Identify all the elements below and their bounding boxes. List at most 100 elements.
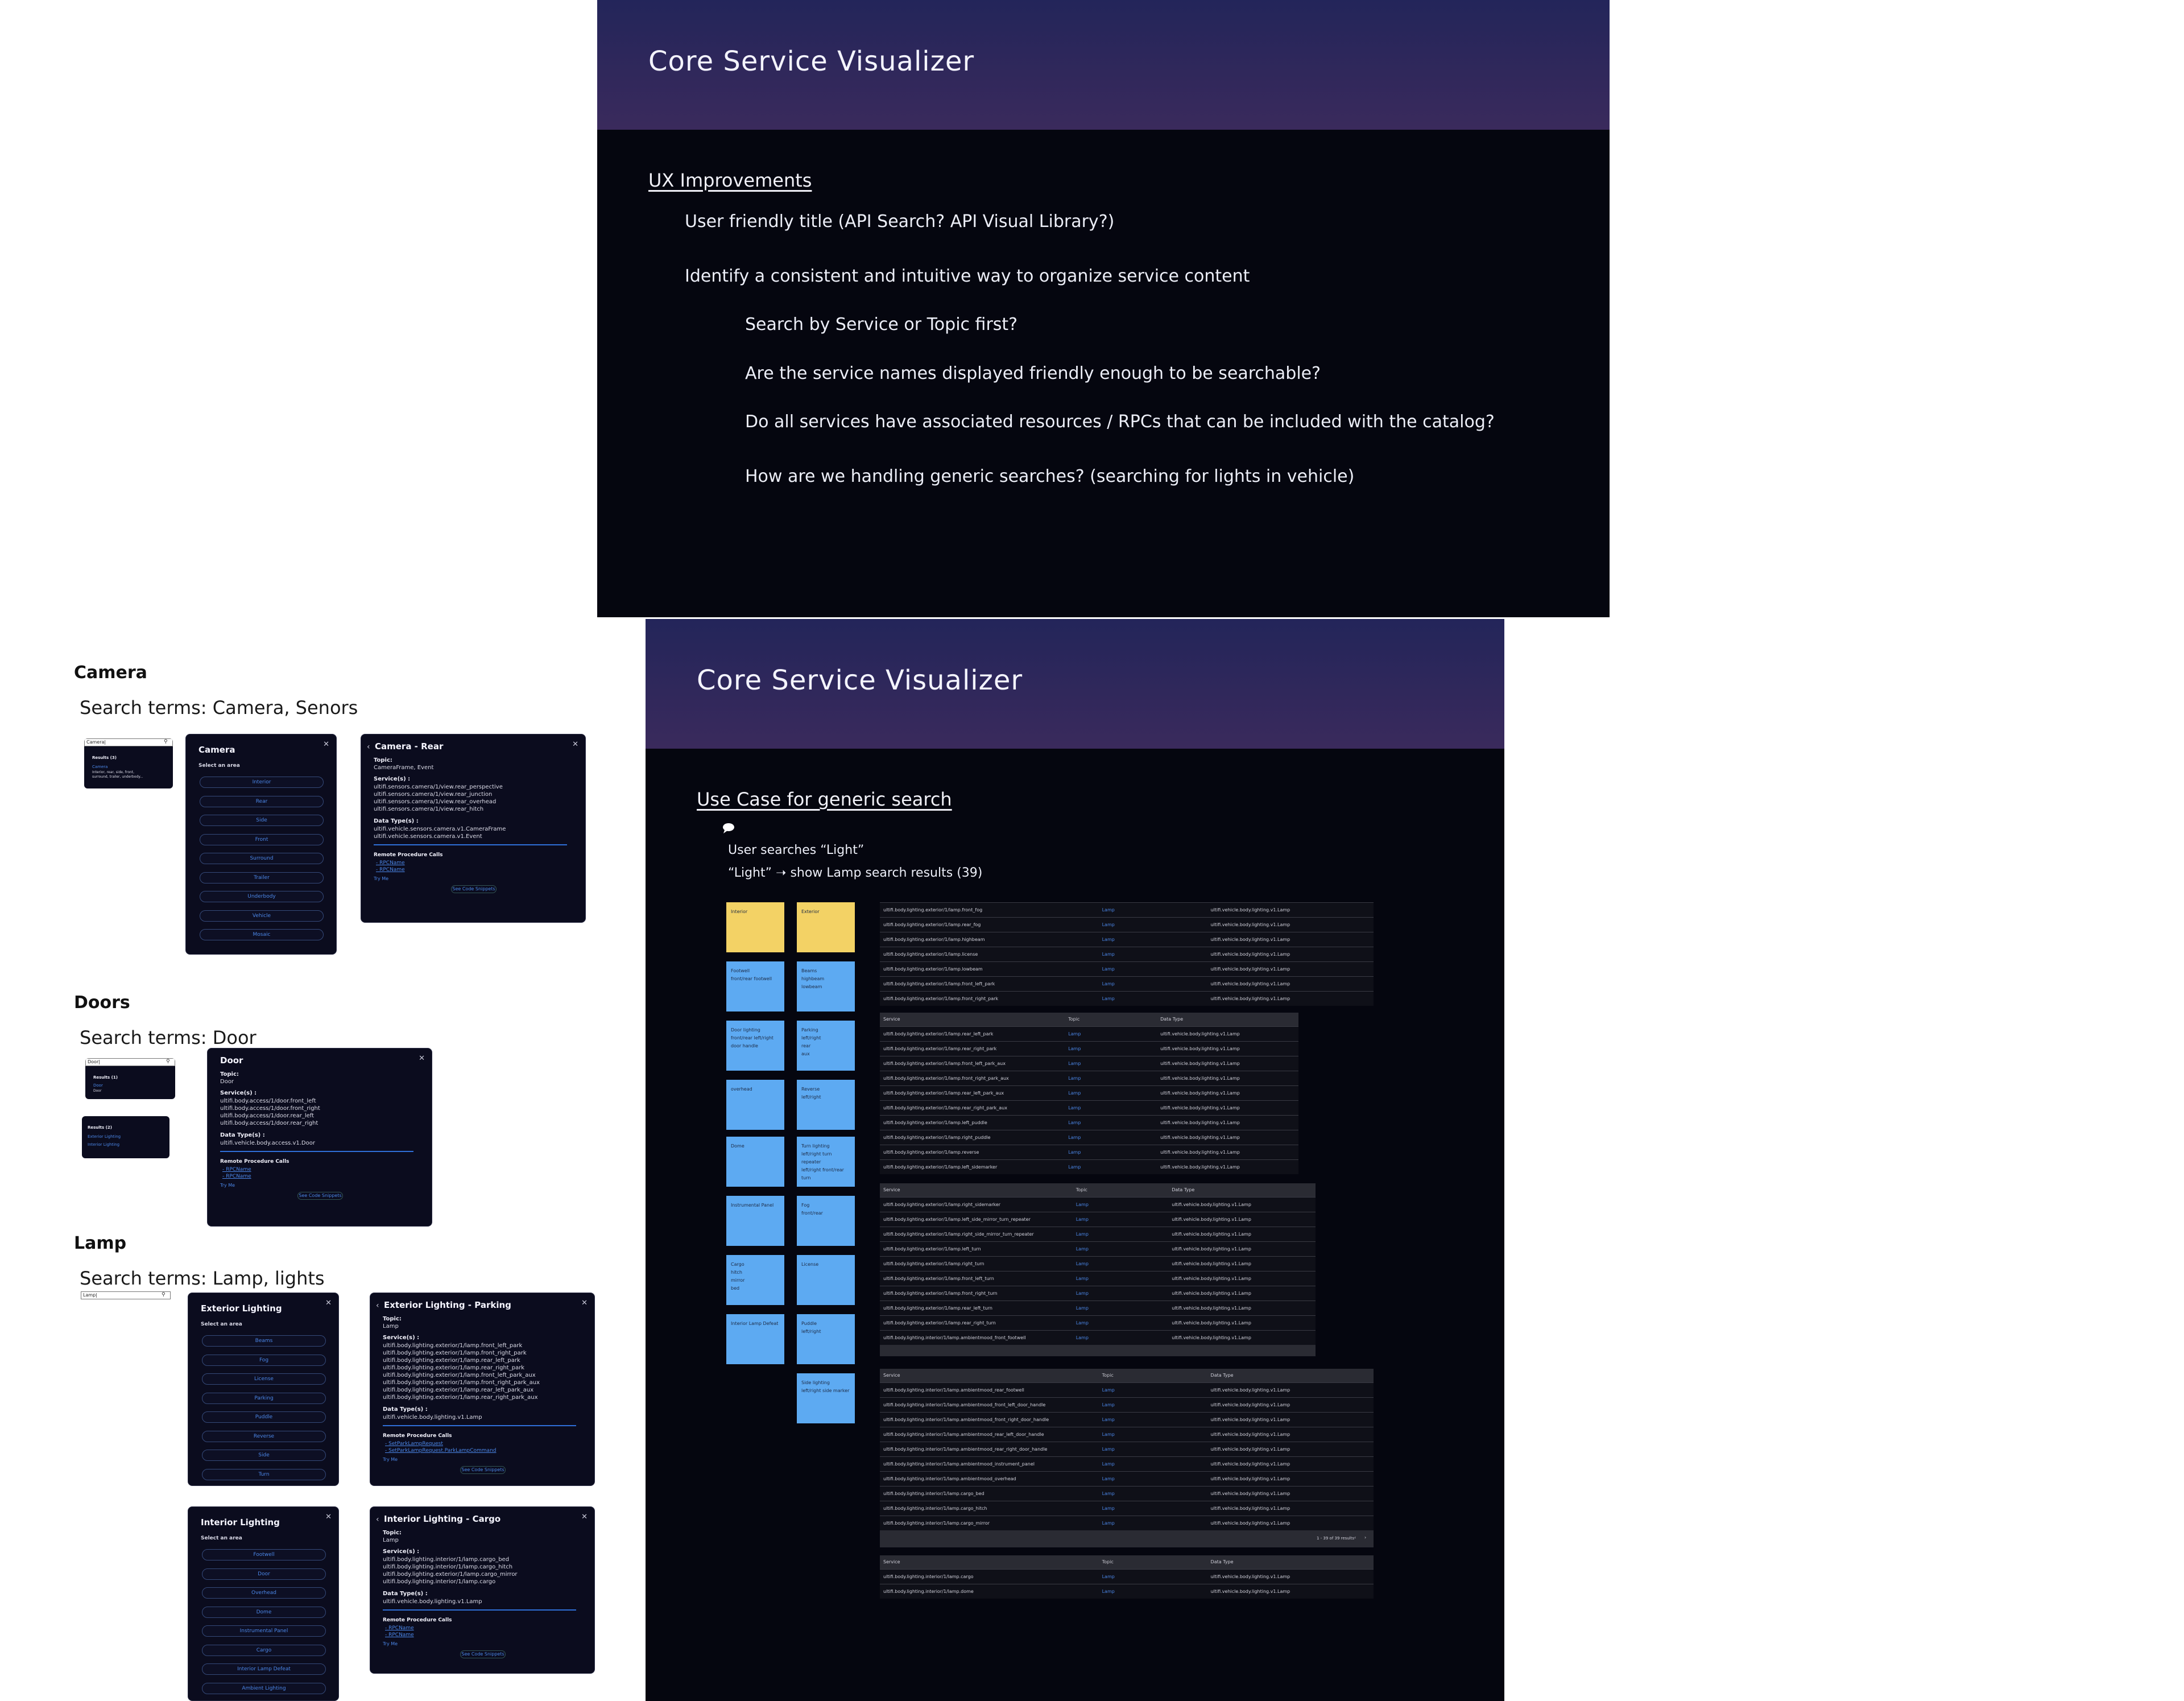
area-option-button[interactable]: Trailer: [200, 872, 324, 883]
table-row[interactable]: ultifi.body.lighting.exterior/1/lamp.rev…: [880, 1145, 1298, 1159]
topic-link[interactable]: Lamp: [1102, 981, 1115, 986]
try-me-link[interactable]: Try Me: [383, 1457, 398, 1462]
table-row[interactable]: ultifi.body.lighting.exterior/1/lamp.rea…: [880, 1026, 1298, 1041]
area-option-button[interactable]: Ambient Lighting: [202, 1682, 326, 1694]
topic-link[interactable]: Lamp: [1102, 1589, 1115, 1594]
topic-link[interactable]: Lamp: [1102, 1506, 1115, 1511]
column-header[interactable]: Topic: [1076, 1187, 1087, 1192]
topic-link[interactable]: Lamp: [1102, 1447, 1115, 1452]
table-row[interactable]: ultifi.body.lighting.interior/1/lamp.car…: [880, 1516, 1374, 1530]
close-icon[interactable]: ✕: [419, 1054, 425, 1063]
table-row[interactable]: ultifi.body.lighting.interior/1/lamp.amb…: [880, 1471, 1374, 1486]
result-item[interactable]: Interior Lighting: [88, 1142, 120, 1147]
area-option-button[interactable]: Side: [200, 815, 324, 826]
topic-link[interactable]: Lamp: [1102, 967, 1115, 972]
table-row[interactable]: ultifi.body.lighting.exterior/1/lamp.rea…: [880, 917, 1374, 932]
topic-link[interactable]: Lamp: [1102, 937, 1115, 942]
column-header[interactable]: Topic: [1068, 1017, 1080, 1022]
code-snippets-button[interactable]: See Code Snippets: [460, 1650, 506, 1658]
back-chevron-icon[interactable]: ‹: [376, 1301, 379, 1310]
table-row[interactable]: ultifi.body.lighting.exterior/1/lamp.rea…: [880, 1085, 1298, 1100]
topic-link[interactable]: Lamp: [1102, 1491, 1115, 1496]
column-header[interactable]: Data Type: [1160, 1017, 1184, 1022]
result-item[interactable]: Exterior Lighting: [88, 1134, 121, 1139]
topic-link[interactable]: Lamp: [1068, 1046, 1081, 1051]
table-row[interactable]: ultifi.body.lighting.interior/1/lamp.dom…: [880, 1584, 1374, 1599]
table-row[interactable]: ultifi.body.lighting.exterior/1/lamp.low…: [880, 961, 1374, 976]
table-row[interactable]: ultifi.body.lighting.exterior/1/lamp.rea…: [880, 1300, 1316, 1315]
table-row[interactable]: ultifi.body.lighting.exterior/1/lamp.rig…: [880, 1256, 1316, 1271]
area-option-button[interactable]: Footwell: [202, 1549, 326, 1560]
topic-link[interactable]: Lamp: [1068, 1076, 1081, 1081]
close-icon[interactable]: ✕: [323, 740, 329, 749]
table-row[interactable]: ultifi.body.lighting.exterior/1/lamp.lef…: [880, 1115, 1298, 1130]
topic-link[interactable]: Lamp: [1076, 1276, 1089, 1281]
area-option-button[interactable]: Rear: [200, 795, 324, 807]
search-icon[interactable]: ⚲: [166, 1059, 170, 1064]
try-me-link[interactable]: Try Me: [220, 1183, 235, 1188]
area-option-button[interactable]: Dome: [202, 1606, 326, 1618]
table-row[interactable]: ultifi.body.lighting.exterior/1/lamp.fro…: [880, 976, 1374, 991]
area-option-button[interactable]: Puddle: [202, 1411, 326, 1423]
area-option-button[interactable]: Parking: [202, 1392, 326, 1404]
topic-link[interactable]: Lamp: [1102, 1402, 1115, 1407]
area-option-button[interactable]: Fog: [202, 1354, 326, 1366]
table-row[interactable]: ultifi.body.lighting.exterior/1/lamp.lef…: [880, 1159, 1298, 1174]
table-row[interactable]: ultifi.body.lighting.interior/1/lamp.amb…: [880, 1397, 1374, 1412]
rpc-link[interactable]: - RPCName: [376, 867, 405, 873]
table-row[interactable]: ultifi.body.lighting.exterior/1/lamp.fro…: [880, 902, 1374, 917]
table-row[interactable]: ultifi.body.lighting.interior/1/lamp.car…: [880, 1486, 1374, 1501]
area-option-button[interactable]: Front: [200, 833, 324, 845]
area-option-button[interactable]: Side: [202, 1450, 326, 1461]
area-option-button[interactable]: Cargo: [202, 1644, 326, 1656]
table-row[interactable]: ultifi.body.lighting.exterior/1/lamp.fro…: [880, 991, 1374, 1006]
code-snippets-button[interactable]: See Code Snippets: [297, 1192, 343, 1200]
search-input[interactable]: Lamp|: [81, 1291, 171, 1299]
table-row[interactable]: ultifi.body.lighting.exterior/1/lamp.rea…: [880, 1100, 1298, 1115]
table-row[interactable]: ultifi.body.lighting.interior/1/lamp.amb…: [880, 1456, 1374, 1471]
column-header[interactable]: Service: [883, 1373, 900, 1378]
topic-link[interactable]: Lamp: [1068, 1150, 1081, 1155]
topic-link[interactable]: Lamp: [1068, 1105, 1081, 1110]
topic-link[interactable]: Lamp: [1076, 1217, 1089, 1222]
try-me-link[interactable]: Try Me: [383, 1641, 398, 1646]
area-option-button[interactable]: Door: [202, 1568, 326, 1580]
topic-link[interactable]: Lamp: [1068, 1135, 1081, 1140]
table-row[interactable]: ultifi.body.lighting.interior/1/lamp.amb…: [880, 1412, 1374, 1427]
topic-link[interactable]: Lamp: [1068, 1031, 1081, 1037]
table-row[interactable]: ultifi.body.lighting.exterior/1/lamp.rig…: [880, 1130, 1298, 1145]
topic-link[interactable]: Lamp: [1102, 907, 1115, 913]
table-row[interactable]: ultifi.body.lighting.interior/1/lamp.car…: [880, 1569, 1374, 1584]
search-icon[interactable]: ⚲: [162, 1292, 166, 1298]
search-icon[interactable]: ⚲: [164, 739, 168, 745]
area-option-button[interactable]: Beams: [202, 1335, 326, 1347]
close-icon[interactable]: ✕: [572, 740, 578, 749]
column-header[interactable]: Service: [883, 1559, 900, 1564]
topic-link[interactable]: Lamp: [1068, 1165, 1081, 1170]
table-row[interactable]: ultifi.body.lighting.interior/1/lamp.amb…: [880, 1427, 1374, 1442]
code-snippets-button[interactable]: See Code Snippets: [460, 1466, 506, 1474]
column-header[interactable]: Topic: [1102, 1373, 1114, 1378]
column-header[interactable]: Topic: [1102, 1559, 1114, 1564]
chevron-left-icon[interactable]: ‹: [1354, 1535, 1356, 1540]
topic-link[interactable]: Lamp: [1076, 1291, 1089, 1296]
area-option-button[interactable]: Reverse: [202, 1430, 326, 1442]
topic-link[interactable]: Lamp: [1102, 1432, 1115, 1437]
search-input[interactable]: Door|: [85, 1058, 175, 1066]
table-row[interactable]: ultifi.body.lighting.interior/1/lamp.amb…: [880, 1442, 1374, 1456]
topic-link[interactable]: Lamp: [1076, 1335, 1089, 1340]
topic-link[interactable]: Lamp: [1076, 1261, 1089, 1266]
area-option-button[interactable]: Vehicle: [200, 910, 324, 922]
table-row[interactable]: ultifi.body.lighting.exterior/1/lamp.hig…: [880, 932, 1374, 947]
table-row[interactable]: ultifi.body.lighting.exterior/1/lamp.rea…: [880, 1315, 1316, 1330]
table-row[interactable]: ultifi.body.lighting.exterior/1/lamp.fro…: [880, 1071, 1298, 1085]
area-option-button[interactable]: Interior Lamp Defeat: [202, 1663, 326, 1675]
topic-link[interactable]: Lamp: [1076, 1246, 1089, 1252]
area-option-button[interactable]: Instrumental Panel: [202, 1625, 326, 1637]
column-header[interactable]: Service: [883, 1017, 900, 1022]
code-snippets-button[interactable]: See Code Snippets: [451, 885, 497, 893]
area-option-button[interactable]: Turn: [202, 1468, 326, 1480]
topic-link[interactable]: Lamp: [1068, 1091, 1081, 1096]
rpc-link[interactable]: - RPCName: [376, 860, 405, 866]
close-icon[interactable]: ✕: [581, 1299, 588, 1307]
